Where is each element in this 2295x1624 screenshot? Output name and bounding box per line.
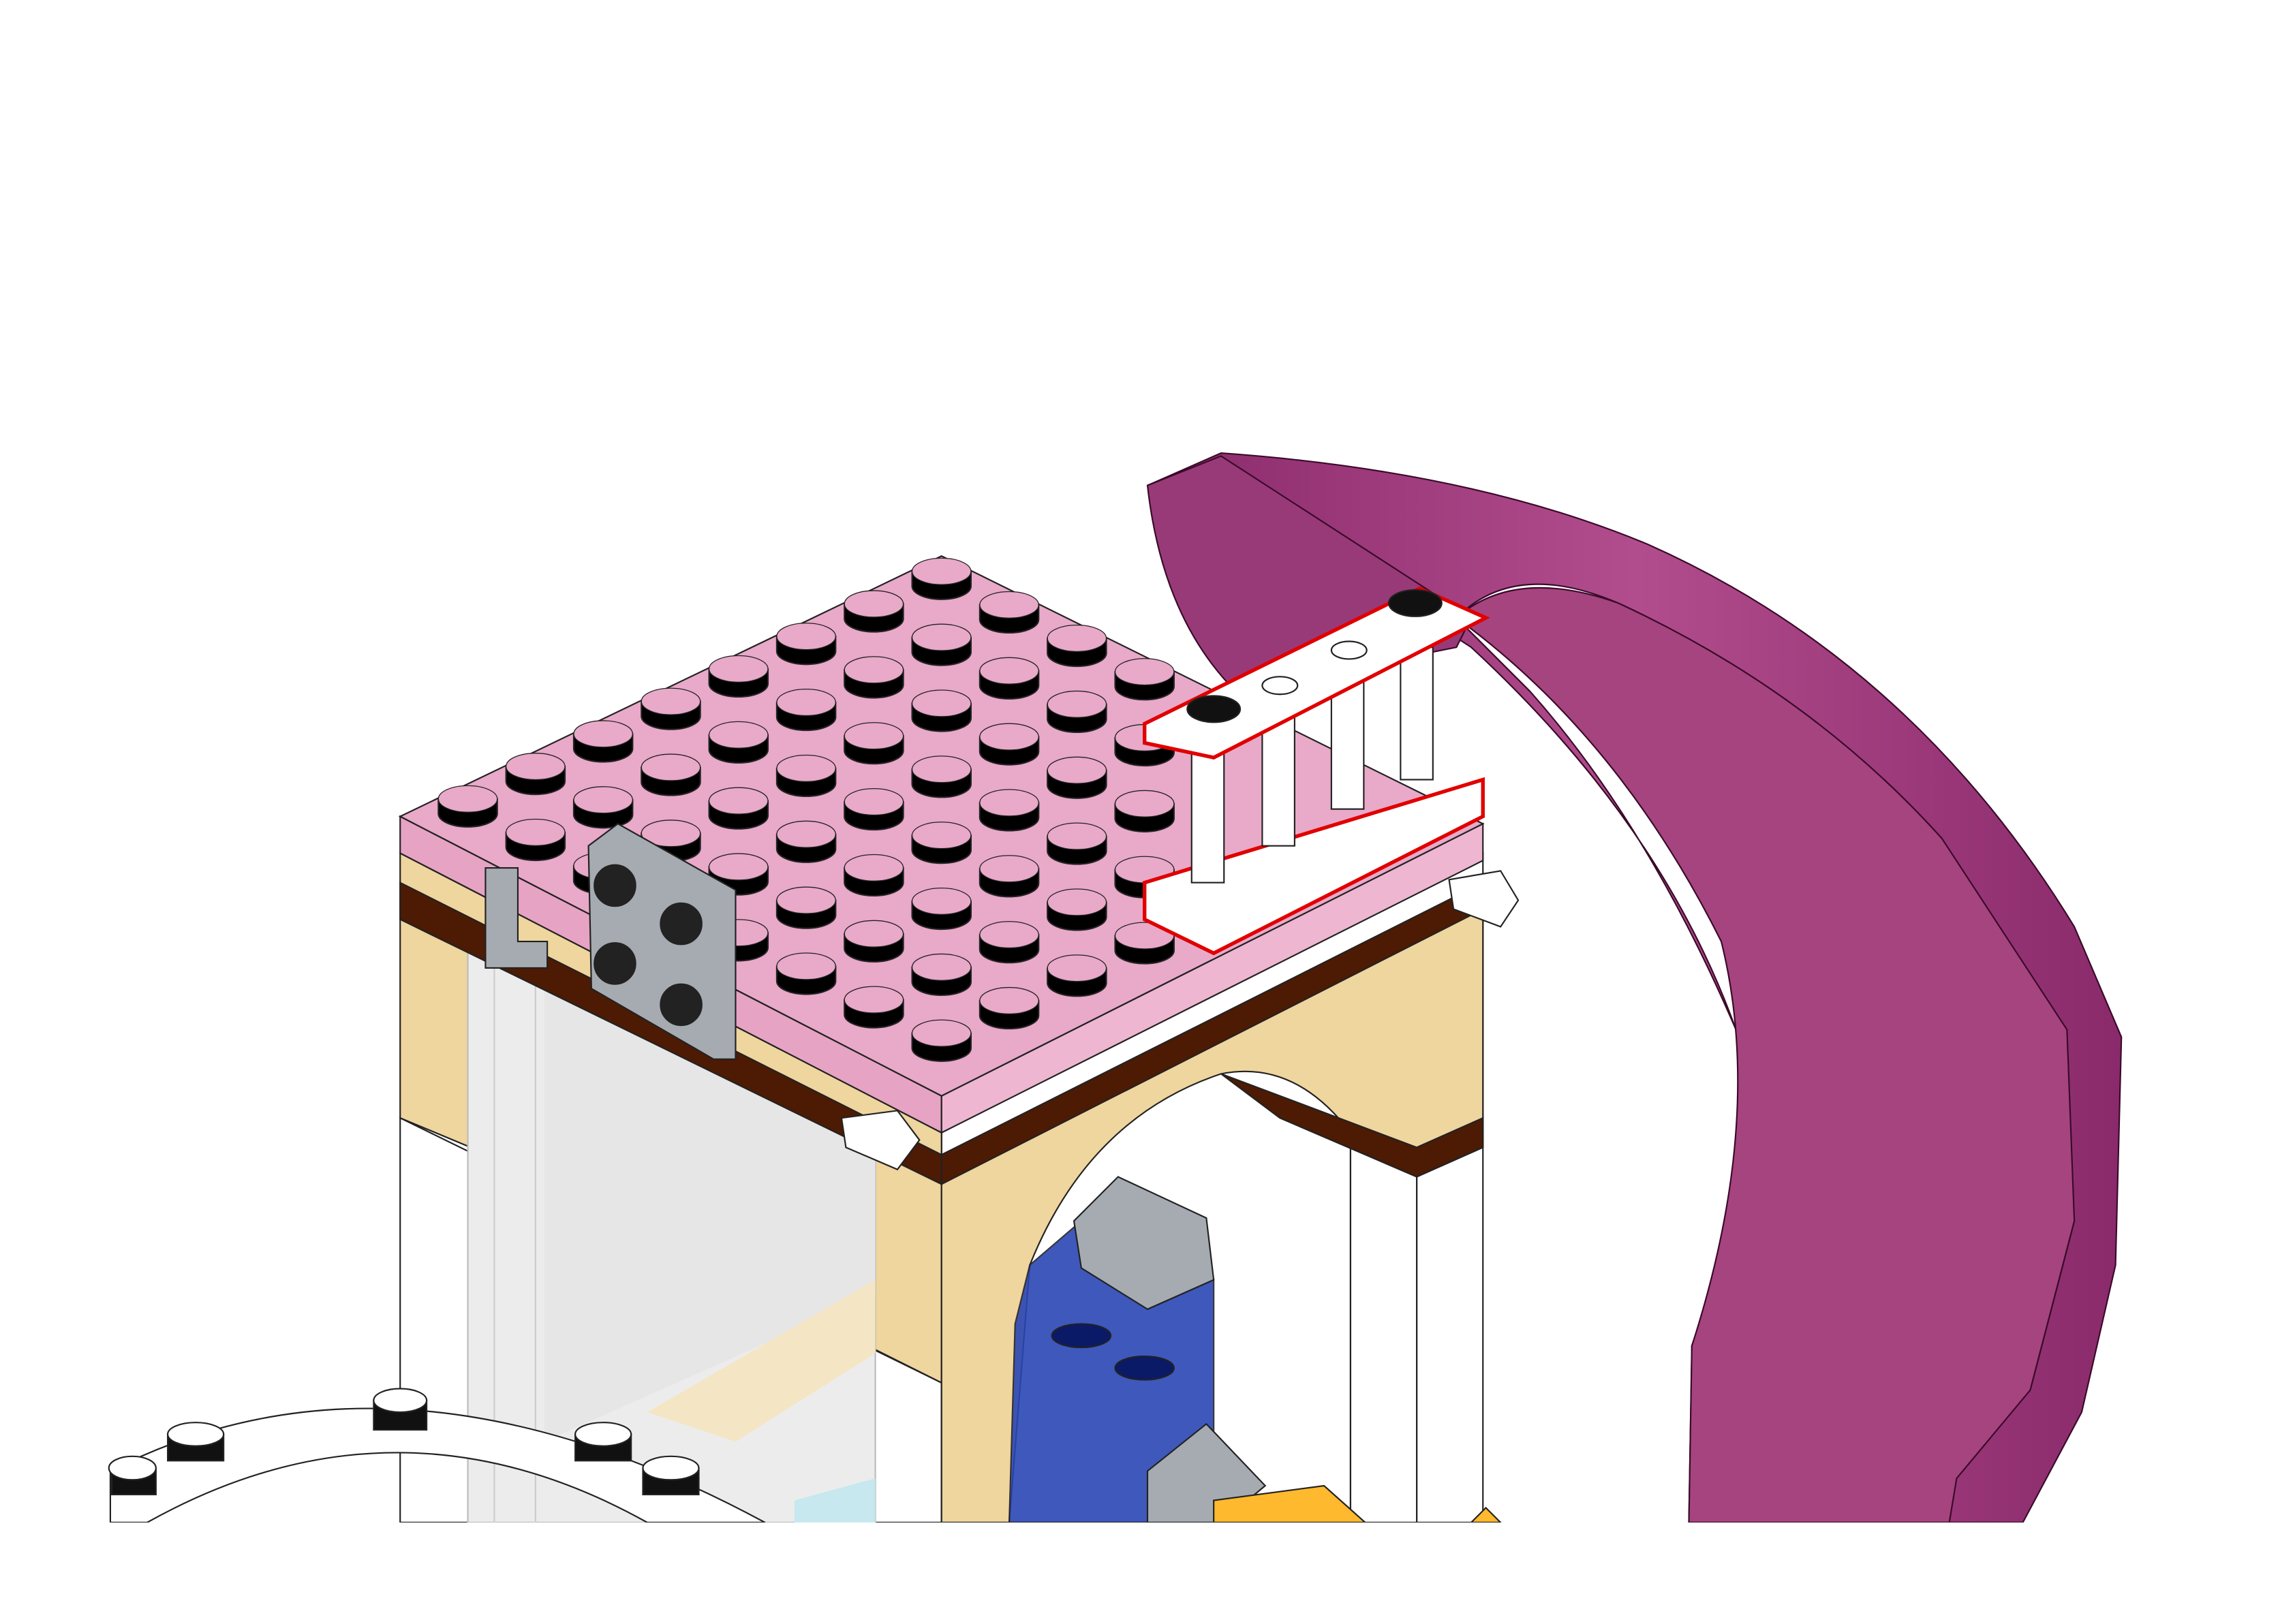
stud <box>979 986 1040 1030</box>
stud <box>505 818 566 862</box>
clip-left <box>840 1110 921 1171</box>
stud <box>844 920 904 963</box>
stud <box>572 720 634 763</box>
stud <box>979 657 1040 700</box>
stud <box>911 623 972 666</box>
stud <box>1047 756 1107 799</box>
stud <box>641 753 701 796</box>
stud <box>911 689 972 732</box>
stud <box>572 786 634 829</box>
stud <box>775 688 837 732</box>
stud <box>844 787 904 831</box>
stud <box>708 853 769 896</box>
stud <box>979 855 1040 898</box>
stud <box>1047 690 1107 733</box>
stud <box>708 721 769 764</box>
stud <box>775 886 837 929</box>
stud <box>775 952 837 995</box>
stud <box>775 820 837 863</box>
stud <box>1047 888 1107 931</box>
stud <box>911 822 972 864</box>
stud <box>979 789 1040 832</box>
stud <box>1047 822 1107 865</box>
stud <box>775 623 837 666</box>
fence-highlighted <box>1142 586 1490 956</box>
grey-bar-holder <box>484 866 549 969</box>
stud <box>505 753 566 796</box>
stud <box>1047 954 1107 997</box>
stud <box>844 590 904 633</box>
stud <box>775 754 837 797</box>
stud <box>1114 790 1175 832</box>
stud <box>979 723 1040 766</box>
stud <box>708 787 769 830</box>
stud <box>911 557 972 600</box>
stud <box>844 986 904 1029</box>
stud <box>911 755 972 798</box>
stud <box>979 591 1040 634</box>
stud <box>911 1019 972 1062</box>
stud <box>437 785 498 828</box>
stud <box>1047 624 1107 668</box>
orange-tile <box>1213 1484 1367 1522</box>
stud <box>979 921 1040 964</box>
blue-bricks <box>1008 1219 1215 1522</box>
stud <box>844 722 904 765</box>
stud <box>844 854 904 896</box>
stud <box>911 953 972 996</box>
clip-right <box>1448 870 1520 928</box>
stud <box>1114 922 1175 965</box>
orange-tile-small <box>1470 1506 1502 1522</box>
stud <box>641 687 701 730</box>
stud <box>1114 658 1175 701</box>
stud <box>911 887 972 931</box>
stud <box>844 656 904 699</box>
stud <box>708 655 769 698</box>
round-plate <box>108 1388 766 1522</box>
grey-plate <box>587 822 737 1060</box>
